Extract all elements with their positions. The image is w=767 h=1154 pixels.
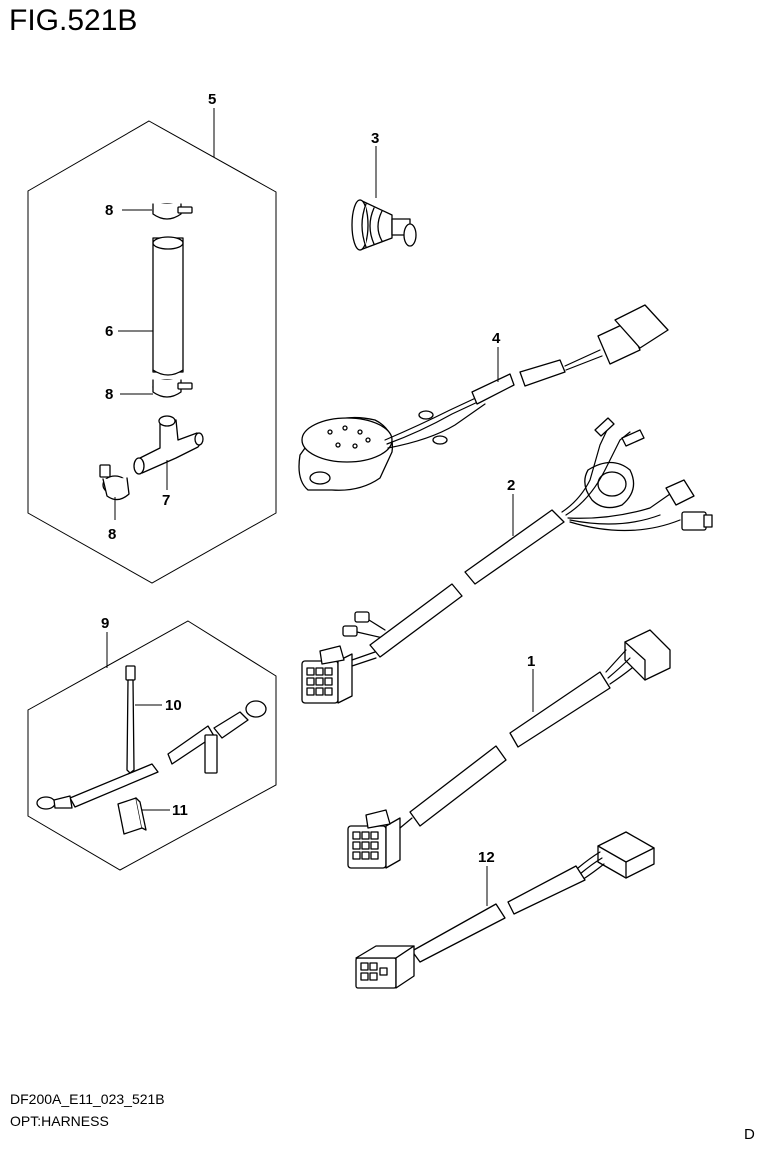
part-9-lead-wire (36, 700, 267, 810)
callout-4: 4 (492, 330, 501, 347)
part-10-cable-tie (125, 665, 136, 774)
group-box-9 (27, 620, 277, 871)
part-11-fuse (117, 797, 147, 835)
callout-11: 11 (172, 802, 188, 819)
callout-6: 6 (105, 323, 113, 340)
part-12-adapter-harness (355, 831, 655, 989)
callout-3: 3 (371, 130, 379, 147)
callout-8-middle: 8 (105, 386, 113, 403)
callout-1: 1 (527, 653, 535, 670)
figure-name: OPT:HARNESS (10, 1113, 109, 1129)
figure-title: FIG.521B (9, 4, 138, 37)
callout-8-top: 8 (105, 202, 113, 219)
callout-12: 12 (478, 849, 495, 866)
part-1-extension-harness (347, 629, 671, 869)
callout-8-bottom: 8 (108, 526, 116, 543)
callout-7: 7 (162, 492, 170, 509)
part-3-plug (351, 199, 417, 251)
figure-code: DF200A_E11_023_521B (10, 1091, 165, 1107)
group-box-5 (27, 108, 277, 584)
part-2-main-harness (301, 417, 713, 704)
part-8-clamp-middle (152, 379, 193, 398)
part-6-hose (152, 236, 184, 376)
part-8-clamp-top (152, 203, 193, 220)
part-7-t-fitting (133, 415, 204, 475)
callout-2: 2 (507, 477, 515, 494)
callout-5: 5 (208, 91, 216, 108)
part-4-buzzer-harness (298, 304, 669, 491)
page-letter: D (744, 1126, 755, 1143)
part-8-clamp-bottom (99, 464, 130, 501)
callout-10: 10 (165, 697, 182, 714)
callout-9: 9 (101, 615, 109, 632)
